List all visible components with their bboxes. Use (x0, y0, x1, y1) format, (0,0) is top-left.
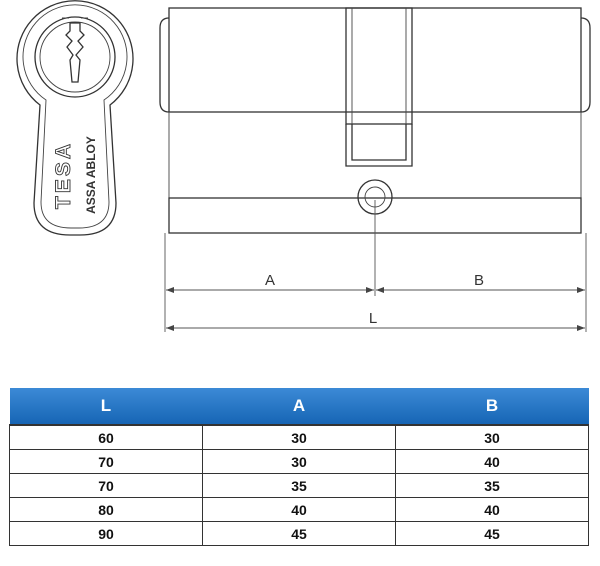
keyway-icon (62, 17, 88, 83)
brand-text-tesa: TESA (52, 141, 75, 209)
header-l: L (100, 396, 112, 415)
table-header-row: L A B (9, 388, 589, 425)
table-row: 70 30 40 (9, 449, 589, 474)
cell-b: 40 (395, 449, 589, 474)
cell-b: 40 (395, 497, 589, 522)
cell-a: 35 (202, 473, 396, 498)
plug-face (34, 16, 116, 98)
header-b: B (485, 396, 499, 415)
header-a: A (292, 396, 306, 415)
cylinder-side-view (159, 7, 591, 234)
dimension-lines: A B L (164, 200, 587, 332)
size-table: L A B 60 30 30 70 30 40 70 35 35 80 40 4… (9, 388, 589, 546)
cell-a: 40 (202, 497, 396, 522)
table-row: 70 35 35 (9, 473, 589, 498)
plug-face-inner (39, 21, 111, 93)
center-cam-block (345, 7, 413, 125)
left-plug-end (159, 17, 170, 113)
cell-l: 90 (9, 521, 203, 546)
front-view-outline (16, 0, 134, 236)
table-row: 80 40 40 (9, 497, 589, 522)
table-row: 60 30 30 (9, 424, 589, 450)
cam-notch (345, 124, 413, 167)
front-view-inner-outline (22, 4, 128, 229)
cell-b: 30 (395, 424, 589, 450)
cell-a: 30 (202, 424, 396, 450)
dimension-a-label: A (265, 272, 275, 289)
cell-l: 60 (9, 424, 203, 450)
table-row: 90 45 45 (9, 521, 589, 546)
brand-text-assa-abloy: ASSA ABLOY (84, 136, 98, 214)
dimension-b-label: B (474, 272, 484, 289)
cell-a: 45 (202, 521, 396, 546)
cylinder-front-view: TESA ASSA ABLOY (16, 0, 134, 236)
right-plug-end (580, 17, 591, 113)
cylinder-upper-body (168, 7, 582, 113)
dimension-l-label: L (369, 310, 377, 327)
cell-l: 70 (9, 449, 203, 474)
cell-a: 30 (202, 449, 396, 474)
cell-b: 35 (395, 473, 589, 498)
cell-l: 70 (9, 473, 203, 498)
cell-l: 80 (9, 497, 203, 522)
cylinder-technical-drawing: TESA ASSA ABLOY A B L (16, 0, 591, 332)
cell-b: 45 (395, 521, 589, 546)
